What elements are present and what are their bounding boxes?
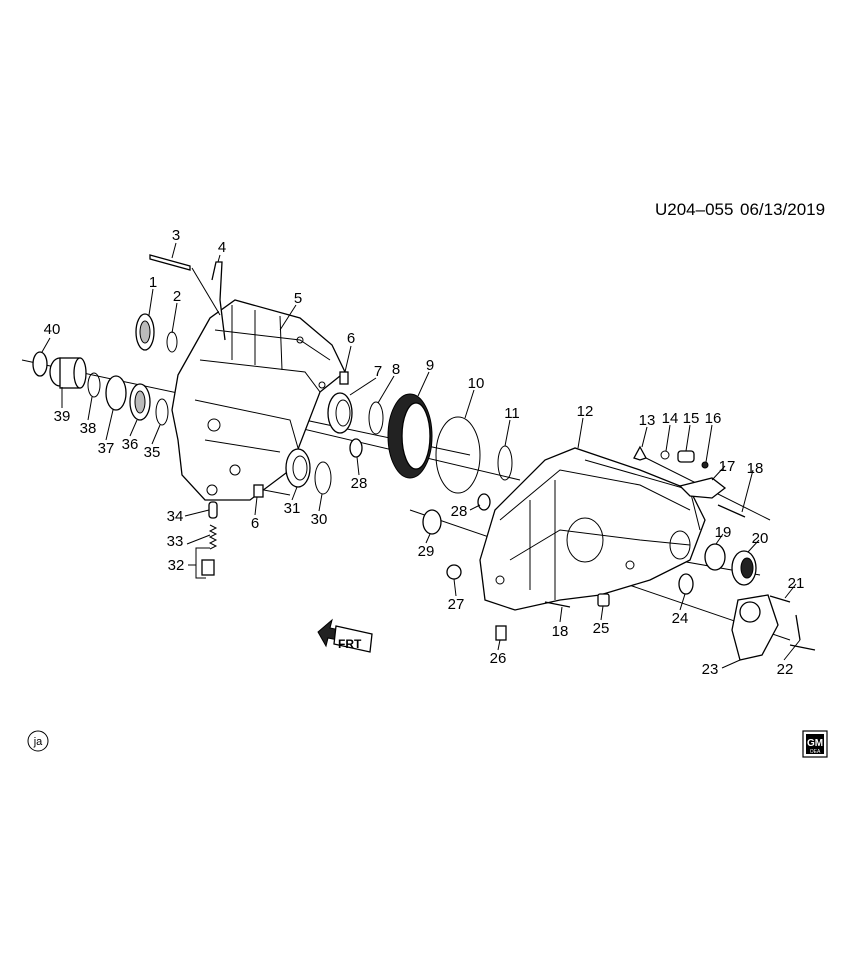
leader-lines: [41, 242, 801, 669]
callout-labels: 1 2 3 4 5 6 6 7 8 9 10 11 12 13 14 15 16…: [44, 227, 805, 678]
part-17-bracket: [678, 477, 727, 499]
part-37-washer: [105, 375, 127, 411]
part-28-seal-upper: [349, 438, 363, 458]
part-20-seal: [731, 550, 757, 586]
language-badge-text: ja: [33, 736, 43, 748]
part-31-seal: [285, 448, 311, 488]
callout-26: 26: [490, 650, 507, 667]
callout-28-lower: 28: [451, 503, 468, 520]
gm-logo-top: GM: [807, 738, 823, 749]
callout-12: 12: [577, 403, 594, 420]
part-29-bearing: [422, 509, 442, 535]
gm-logo-bottom: OEA: [810, 749, 821, 755]
callout-31: 31: [284, 500, 301, 517]
callout-6-lower: 6: [251, 515, 259, 532]
callout-29: 29: [418, 543, 435, 560]
callout-9: 9: [426, 357, 434, 374]
part-19-bushing: [704, 543, 726, 571]
part-23-motor: [731, 594, 779, 661]
part-30-snap-ring: [314, 461, 332, 495]
callout-6-upper: 6: [347, 330, 355, 347]
part-16-bolt: [701, 461, 709, 469]
front-case-half: [171, 299, 346, 501]
part-36-bearing: [129, 383, 151, 421]
callout-19: 19: [715, 524, 732, 541]
callout-7: 7: [374, 363, 382, 380]
callout-2: 2: [173, 288, 181, 305]
callout-21: 21: [788, 575, 805, 592]
part-4-dipstick: [211, 261, 226, 341]
part-40-seal: [32, 351, 48, 377]
callout-4: 4: [218, 239, 226, 256]
diagram-code: U204–055: [655, 200, 733, 219]
callout-17: 17: [719, 458, 736, 475]
callout-18-lower: 18: [552, 623, 569, 640]
callout-22: 22: [777, 661, 794, 678]
part-18-bolt-upper: [717, 504, 746, 518]
callout-18-upper: 18: [747, 460, 764, 477]
callout-30: 30: [311, 511, 328, 528]
callout-27: 27: [448, 596, 465, 613]
callout-28-upper: 28: [351, 475, 368, 492]
callout-10: 10: [468, 375, 485, 392]
callout-14: 14: [662, 410, 679, 427]
callout-34: 34: [167, 508, 184, 525]
part-3-vent-tube: [149, 254, 191, 271]
callout-36: 36: [122, 436, 139, 453]
part-7-seal: [327, 392, 353, 434]
part-14-washer: [660, 450, 670, 460]
callout-35: 35: [144, 444, 161, 461]
diagram-date: 06/13/2019: [740, 200, 825, 219]
part-26-plug: [495, 625, 507, 641]
callout-38: 38: [80, 420, 97, 437]
callout-37: 37: [98, 440, 115, 457]
part-28-seal-lower: [477, 493, 491, 511]
part-39-yoke: [49, 357, 87, 389]
part-2-snap-ring: [166, 331, 178, 353]
part-6-dowel-lower: [253, 484, 264, 498]
callout-8: 8: [392, 361, 400, 378]
callout-5: 5: [294, 290, 302, 307]
part-15-sensor: [677, 450, 695, 463]
part-18-bolt-lower: [544, 601, 571, 608]
callout-33: 33: [167, 533, 184, 550]
part-11-snap-ring: [497, 445, 513, 481]
callout-23: 23: [702, 661, 719, 678]
callout-32: 32: [168, 557, 185, 574]
front-direction-arrow: FRT: [317, 618, 373, 653]
part-13-fitting: [633, 445, 647, 461]
part-25-plug: [597, 593, 610, 607]
part-1-bearing: [135, 313, 155, 351]
callout-15: 15: [683, 410, 700, 427]
part-10-snap-ring: [435, 416, 481, 494]
rear-case-half: [479, 447, 706, 611]
callout-11: 11: [504, 405, 520, 422]
gm-logo: GM OEA: [802, 730, 828, 758]
callout-25: 25: [593, 620, 610, 637]
part-35-snap-ring: [155, 398, 169, 426]
part-27-washer: [446, 564, 462, 580]
callout-1: 1: [149, 274, 157, 291]
part-24-seal: [678, 573, 694, 595]
callout-3: 3: [172, 227, 180, 244]
part-8-snap-ring: [368, 401, 384, 435]
part-9-ring-gear: [387, 393, 433, 479]
part-34-plunger: [208, 501, 218, 519]
callout-20: 20: [752, 530, 769, 547]
part-21-bolt: [769, 595, 791, 603]
part-6-dowel-upper: [339, 371, 349, 385]
callout-40: 40: [44, 321, 61, 338]
part-32-plug: [201, 559, 215, 576]
language-badge: ja: [27, 730, 49, 752]
callout-16: 16: [705, 410, 722, 427]
part-38-snap-ring: [87, 372, 101, 398]
part-22-bracket: [789, 614, 816, 651]
part-33-spring: [208, 524, 218, 550]
callout-13: 13: [639, 412, 656, 429]
front-arrow-label: FRT: [338, 637, 362, 651]
callout-39: 39: [54, 408, 71, 425]
callout-24: 24: [672, 610, 689, 627]
